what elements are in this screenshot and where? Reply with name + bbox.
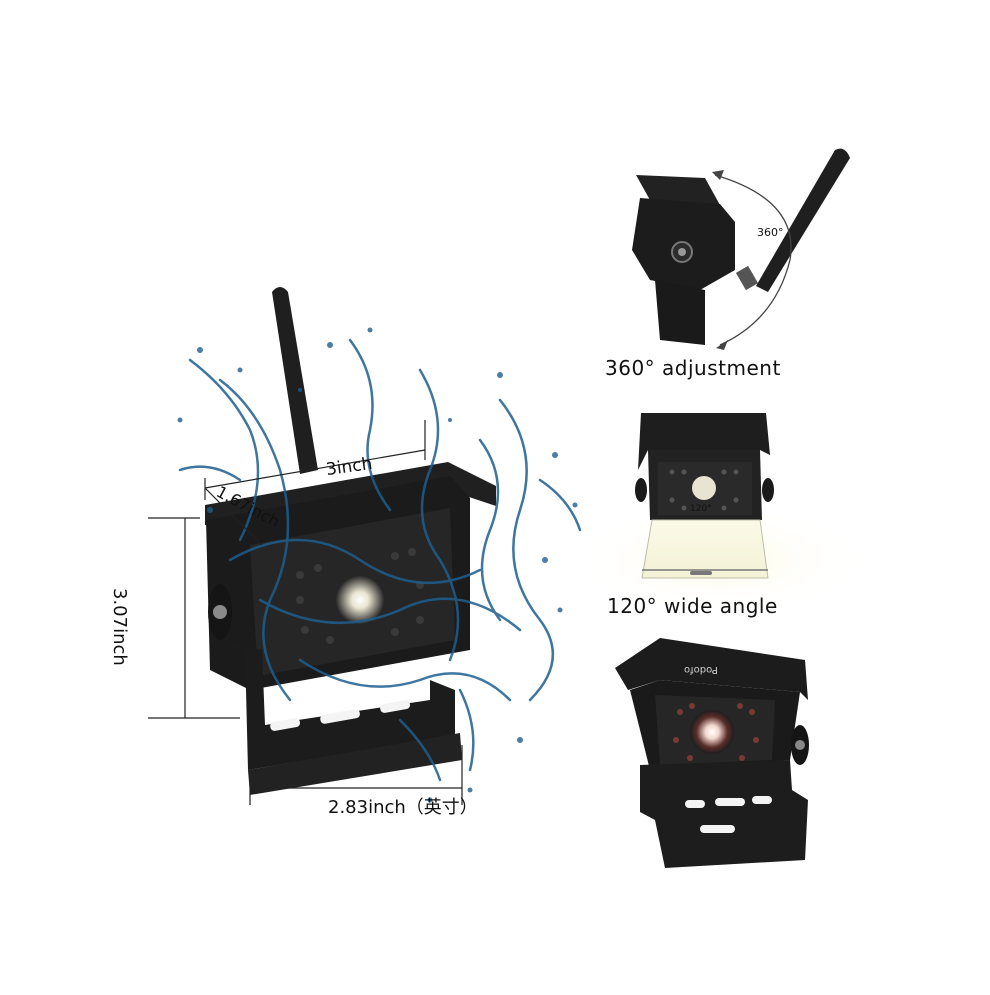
water-splash [178,338,582,782]
rotation-degree-label: 360° [757,226,784,239]
height-dimension-label: 3.07inch [109,588,130,666]
wide-angle-camera [570,413,870,615]
angle-degree-label: 120° [690,504,712,514]
mount-bracket [210,640,455,770]
brand-label: Podofo [684,664,718,675]
adjustment-camera [632,148,850,350]
wide-angle-caption: 120° wide angle [607,594,778,618]
width-dimension-label: 2.83inch（英寸） [328,797,478,818]
adjustment-caption: 360° adjustment [605,356,781,380]
main-camera [205,287,496,795]
lens [336,576,384,624]
water-droplets [177,327,578,803]
front-camera [615,638,809,868]
dimension-lines [148,420,463,805]
antenna [272,287,318,474]
